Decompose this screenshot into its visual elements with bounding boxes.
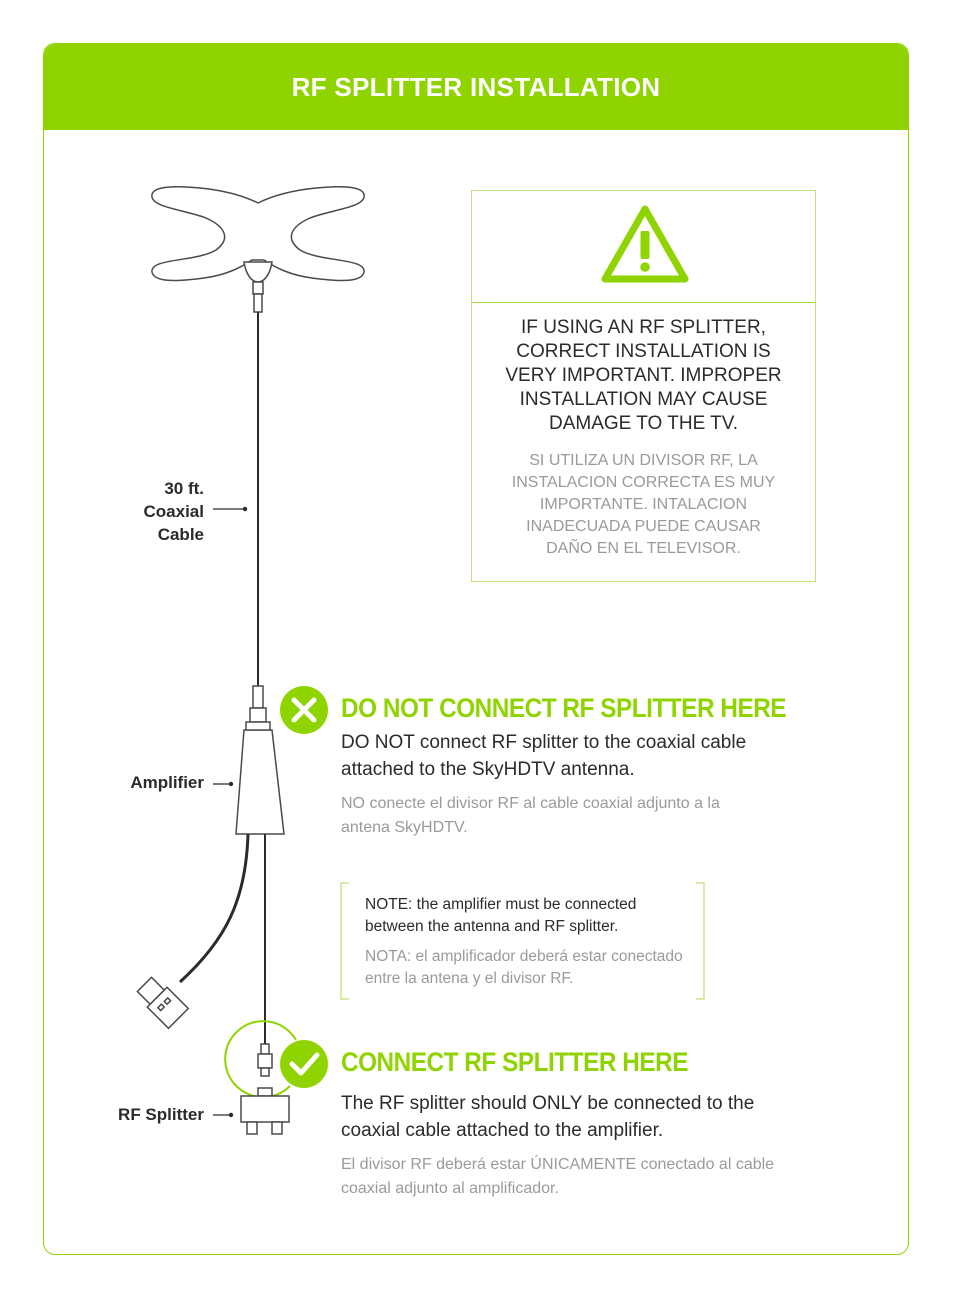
connect-here-text-es: El divisor RF deberá estar ÚNICAMENTE co… (341, 1156, 775, 1197)
cable-connector-icon (257, 1043, 273, 1077)
do-not-connect-title: DO NOT CONNECT RF SPLITTER HERE (341, 693, 787, 723)
rf-splitter-icon (240, 1087, 290, 1135)
connect-here-text-en: The RF splitter should ONLY be connected… (341, 1093, 755, 1141)
do-not-connect-text-es: NO conecte el divisor RF al cable coaxia… (341, 795, 720, 836)
x-circle-icon (280, 686, 328, 734)
connect-here-title: CONNECT RF SPLITTER HERE (341, 1047, 688, 1077)
amplifier-label: Amplifier (130, 773, 204, 792)
cable-leader-dot (242, 506, 248, 512)
antenna-icon (151, 185, 365, 313)
header-bar: RF SPLITTER INSTALLATION (44, 44, 908, 130)
amplifier-leader-dot (228, 781, 234, 787)
page-title: RF SPLITTER INSTALLATION (291, 71, 661, 102)
amplifier-note: NOTE: the amplifier must be connected be… (341, 882, 704, 999)
note-bracket (340, 882, 705, 1000)
warning-text-es: SI UTILIZA UN DIVISOR RF, LA INSTALACION… (511, 452, 776, 557)
warning-icon-area (472, 191, 815, 303)
usb-plug-icon (136, 976, 190, 1030)
note-text-es: NOTA: el amplificador deberá estar conec… (365, 948, 683, 987)
note-text-en: NOTE: the amplifier must be connected be… (365, 896, 637, 935)
warning-triangle-icon (601, 205, 689, 283)
warning-text-en: IF USING AN RF SPLITTER, CORRECT INSTALL… (505, 317, 782, 434)
usb-power-cable (178, 833, 250, 984)
splitter-leader-dot (228, 1112, 234, 1118)
warning-box: IF USING AN RF SPLITTER, CORRECT INSTALL… (471, 190, 816, 582)
check-circle-icon (280, 1040, 328, 1088)
cable-label: 30 ft. Coaxial Cable (143, 479, 204, 544)
splitter-label: RF Splitter (118, 1105, 204, 1124)
instruction-card: RF SPLITTER INSTALLATION (43, 43, 909, 1255)
do-not-connect-text-en: DO NOT connect RF splitter to the coaxia… (341, 732, 747, 780)
amplifier-icon (235, 685, 285, 835)
